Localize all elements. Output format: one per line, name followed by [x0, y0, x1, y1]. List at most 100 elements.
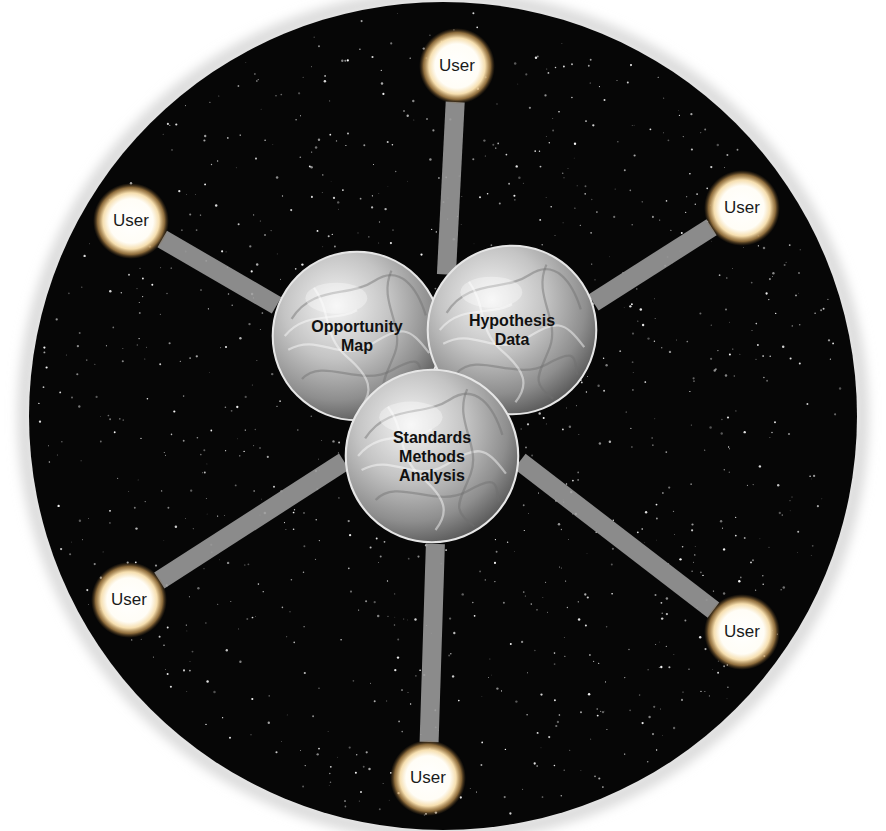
- star: [630, 64, 632, 66]
- star: [665, 451, 667, 453]
- star: [616, 80, 617, 81]
- star: [378, 193, 380, 195]
- star: [225, 450, 226, 451]
- star: [525, 596, 526, 597]
- star: [334, 246, 336, 248]
- star: [591, 199, 592, 200]
- star: [109, 522, 111, 524]
- star: [605, 681, 606, 682]
- star: [359, 800, 360, 801]
- star: [249, 245, 251, 247]
- star: [494, 581, 495, 582]
- star: [163, 540, 165, 542]
- star: [600, 711, 601, 712]
- star: [390, 42, 392, 44]
- star: [81, 460, 82, 461]
- star: [189, 661, 191, 663]
- star: [344, 60, 346, 62]
- star: [759, 465, 761, 467]
- star: [259, 447, 261, 449]
- star: [527, 423, 529, 425]
- star: [361, 20, 363, 22]
- star: [695, 204, 696, 205]
- star: [496, 551, 498, 553]
- star: [598, 777, 600, 779]
- star: [255, 429, 257, 431]
- star: [239, 337, 241, 339]
- star: [407, 115, 409, 117]
- star: [230, 601, 231, 602]
- star: [755, 323, 757, 325]
- star: [729, 354, 731, 356]
- star: [315, 519, 316, 520]
- star: [77, 345, 79, 347]
- star: [768, 547, 769, 548]
- star: [673, 511, 674, 512]
- star: [634, 154, 636, 156]
- star: [387, 141, 389, 143]
- star: [545, 423, 547, 425]
- star: [652, 733, 654, 735]
- star: [786, 262, 787, 263]
- sphere-highlight: [460, 277, 522, 308]
- star: [336, 140, 337, 141]
- star: [295, 119, 297, 121]
- star: [660, 602, 662, 604]
- star: [192, 651, 194, 653]
- star: [681, 232, 683, 234]
- star: [558, 523, 560, 525]
- star: [273, 486, 275, 488]
- star: [590, 82, 591, 83]
- star: [710, 358, 712, 360]
- star: [769, 436, 771, 438]
- star: [548, 736, 550, 738]
- star: [830, 359, 831, 360]
- star: [495, 539, 496, 540]
- star: [779, 512, 781, 514]
- star: [195, 193, 197, 195]
- star: [592, 124, 594, 126]
- star: [200, 454, 202, 456]
- star: [401, 689, 403, 691]
- star: [109, 290, 111, 292]
- star: [268, 695, 270, 697]
- star: [170, 267, 172, 269]
- star: [185, 105, 186, 106]
- star: [735, 410, 736, 411]
- star: [330, 181, 332, 183]
- star: [412, 100, 414, 102]
- star: [729, 321, 731, 323]
- star: [589, 654, 591, 656]
- star: [204, 135, 206, 137]
- star: [458, 700, 460, 702]
- star: [660, 666, 662, 668]
- star: [514, 550, 516, 552]
- star: [349, 746, 351, 748]
- star: [256, 360, 258, 362]
- star: [68, 292, 70, 294]
- star: [100, 416, 102, 418]
- star: [244, 564, 246, 566]
- star: [165, 669, 167, 671]
- star: [204, 183, 206, 185]
- star: [205, 622, 207, 624]
- star: [789, 510, 791, 512]
- star: [268, 722, 270, 724]
- star: [666, 646, 667, 647]
- star: [76, 373, 78, 375]
- star: [685, 212, 686, 213]
- sphere-node: Standards Methods Analysis: [344, 368, 520, 544]
- star: [159, 363, 161, 365]
- star: [654, 298, 656, 300]
- star: [783, 586, 786, 589]
- node-text-group: User: [91, 562, 167, 638]
- star: [516, 165, 518, 167]
- star: [729, 472, 730, 473]
- user-circle: [93, 183, 169, 259]
- star: [738, 580, 740, 582]
- star: [243, 451, 244, 452]
- star: [559, 714, 561, 716]
- star: [723, 592, 725, 594]
- star: [747, 485, 748, 486]
- star: [167, 507, 169, 509]
